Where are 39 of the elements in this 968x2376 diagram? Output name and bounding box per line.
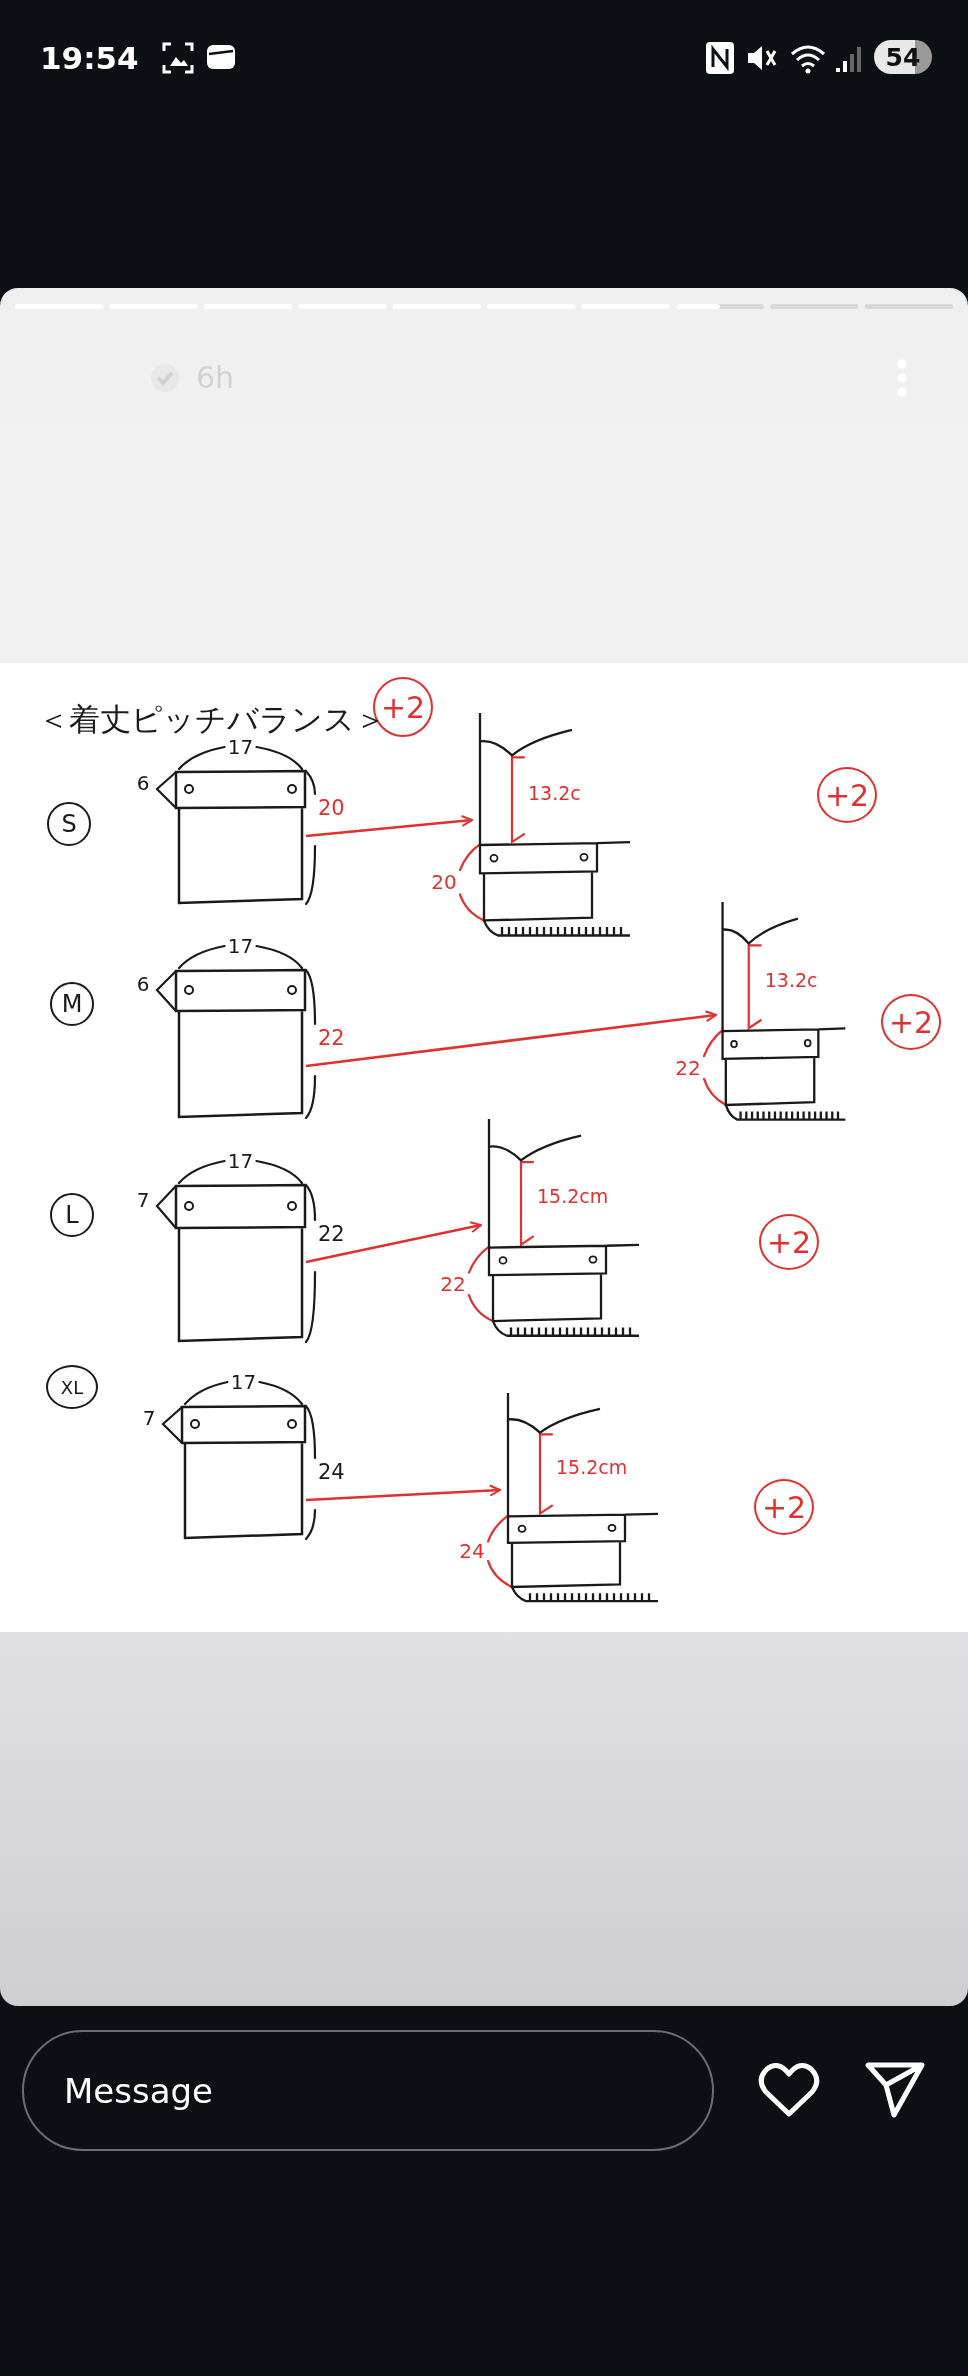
dimension-label: 22 <box>318 1223 345 1245</box>
dimension-label: 7 <box>142 1408 156 1428</box>
message-input-field: Message <box>22 2030 714 2151</box>
dimension-label: 20 <box>318 797 345 819</box>
dimension-label: 22 <box>440 1273 466 1294</box>
dimension-label: 13.2c <box>528 783 581 803</box>
dimension-label: 22 <box>675 1057 701 1078</box>
circled-increment: +2 <box>881 994 941 1050</box>
dimension-label: 7 <box>136 1190 150 1210</box>
pocket-drawing <box>181 1406 306 1539</box>
dimension-label: 6 <box>136 974 150 994</box>
dimension-label: 22 <box>318 1027 345 1049</box>
pocket-drawing <box>175 970 306 1118</box>
dimension-label: 24 <box>318 1461 345 1483</box>
arrow <box>305 815 473 838</box>
arrow <box>305 1010 717 1068</box>
dimension-label: 17 <box>227 737 254 757</box>
circled-increment: +2 <box>754 1479 814 1535</box>
circled-size-label: L <box>50 1193 94 1237</box>
dimension-label: 13.2c <box>764 970 818 990</box>
dimension-label: 17 <box>227 936 254 956</box>
dimension-label: 24 <box>459 1541 485 1562</box>
pocket-drawing <box>175 771 306 904</box>
dimension-label: 15.2cm <box>537 1186 609 1206</box>
arrow <box>305 1221 482 1264</box>
dimension-label: 15.2cm <box>556 1457 628 1477</box>
battery-indicator: 54 <box>874 40 932 74</box>
pocket-drawing <box>175 1185 306 1342</box>
dimension-label: 6 <box>136 773 150 793</box>
circled-size-label: XL <box>46 1365 98 1409</box>
dimension-label: 17 <box>227 1151 254 1171</box>
dimension-label: 17 <box>230 1372 257 1392</box>
circled-increment: +2 <box>817 767 877 823</box>
circled-size-label: M <box>50 982 94 1026</box>
circled-increment: +2 <box>759 1214 819 1270</box>
dimension-label: 20 <box>431 872 457 893</box>
status-time: 19:54 <box>40 42 139 74</box>
circled-size-label: S <box>47 802 91 846</box>
arrow <box>305 1484 501 1502</box>
